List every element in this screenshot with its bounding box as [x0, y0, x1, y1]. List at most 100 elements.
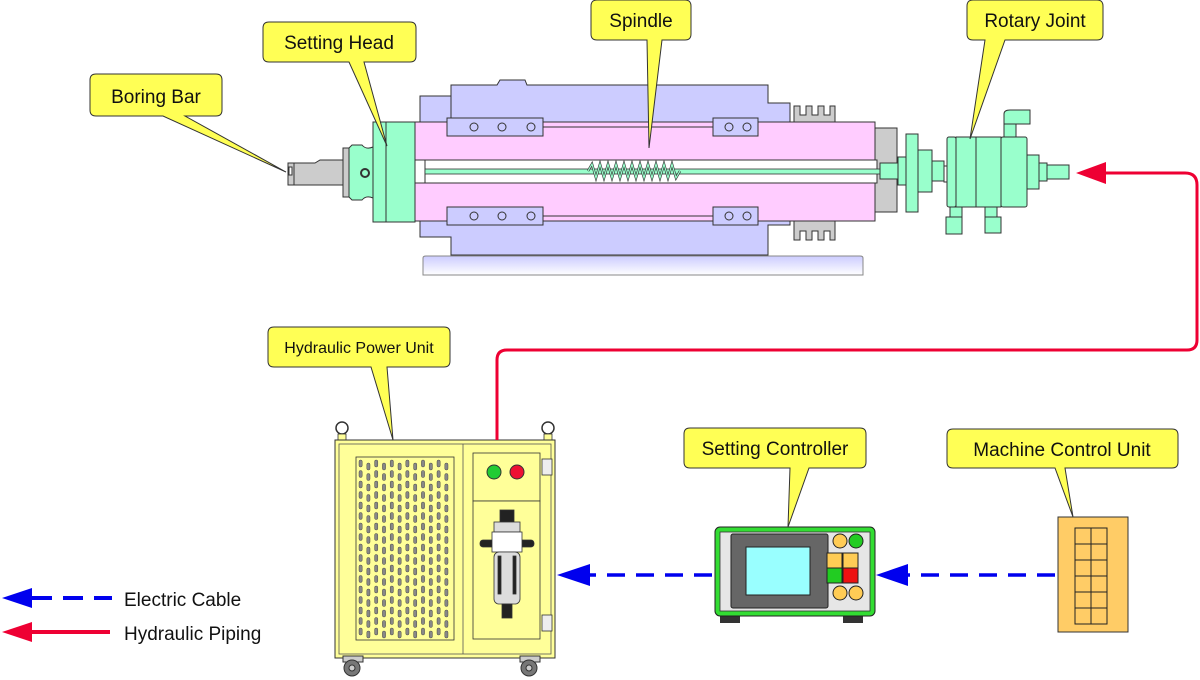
hinge: [541, 614, 553, 632]
vent-slot: [421, 564, 425, 573]
controller-key[interactable]: [842, 567, 859, 584]
vent-slot: [382, 473, 386, 481]
vent-slot: [382, 578, 386, 586]
vent-slot: [436, 554, 441, 562]
vent-slot: [429, 557, 433, 565]
mcu-key[interactable]: [1090, 575, 1108, 593]
vent-slot: [358, 522, 363, 531]
vent-slot: [413, 546, 418, 555]
vent-slot: [413, 504, 418, 513]
vent-slot: [436, 512, 441, 520]
vent-slot: [405, 554, 410, 562]
electric-cable-line-2: [557, 564, 712, 586]
mcu-key[interactable]: [1090, 527, 1108, 545]
vent-slot: [421, 470, 425, 478]
controller-key[interactable]: [826, 567, 843, 584]
vent-slot: [358, 575, 363, 583]
controller-button[interactable]: [832, 533, 848, 549]
controller-button[interactable]: [832, 585, 848, 601]
vent-slot: [374, 564, 379, 573]
vent-slot: [390, 480, 394, 489]
controller-key[interactable]: [826, 552, 843, 569]
vent-slot: [366, 536, 371, 544]
vent-slot: [444, 462, 449, 471]
machine-base: [422, 255, 864, 276]
arrowhead-icon: [2, 622, 32, 642]
vent-slot: [382, 462, 386, 471]
vent-slot: [429, 630, 433, 639]
vent-slot: [374, 554, 379, 562]
vent-slot: [421, 491, 425, 499]
vent-slot: [421, 501, 425, 510]
red-lamp-icon[interactable]: [509, 464, 525, 480]
callout-label: Setting Head: [284, 33, 394, 54]
mcu-key[interactable]: [1074, 559, 1092, 577]
vent-slot: [436, 596, 441, 604]
callout-label: Boring Bar: [111, 87, 201, 108]
vent-slot: [405, 522, 410, 531]
vent-slot: [397, 536, 402, 544]
vent-slot: [374, 575, 379, 583]
vent-slot: [366, 546, 371, 555]
vent-slot: [436, 470, 441, 478]
vent-slot: [444, 567, 449, 576]
vent-slot: [382, 525, 386, 534]
legend-item-hydraulic-piping: Hydraulic Piping: [2, 622, 261, 645]
vent-slot: [413, 483, 418, 492]
arrowhead-icon: [557, 564, 590, 586]
vent-slot: [405, 543, 410, 552]
vent-slot: [382, 557, 386, 565]
vent-slot: [374, 512, 379, 520]
vent-slot: [366, 483, 371, 492]
eye-bolt-icon: [335, 421, 349, 435]
vent-slot: [429, 599, 433, 607]
arrowhead-icon: [2, 588, 32, 608]
vent-slot: [358, 470, 363, 478]
mcu-key[interactable]: [1090, 591, 1108, 609]
vent-slot: [413, 462, 418, 471]
mcu-key[interactable]: [1090, 559, 1108, 577]
callout-spindle: Spindle: [590, 0, 692, 149]
controller-button[interactable]: [848, 533, 864, 549]
vent-slot: [358, 585, 363, 594]
vent-slot: [358, 512, 363, 520]
vent-slot: [444, 609, 449, 618]
vent-slot: [436, 606, 441, 615]
vent-slot: [429, 494, 433, 502]
controller-key[interactable]: [842, 552, 859, 569]
vent-slot: [429, 483, 433, 492]
mcu-key[interactable]: [1090, 607, 1108, 625]
mcu-key[interactable]: [1074, 527, 1092, 545]
vent-slot: [366, 609, 371, 618]
vent-slot: [405, 596, 410, 604]
vent-slot: [358, 543, 363, 552]
vent-slot: [429, 536, 433, 544]
vent-slot: [397, 462, 402, 471]
vent-slot: [413, 620, 418, 628]
vent-slot: [374, 596, 379, 604]
mcu-key[interactable]: [1074, 591, 1092, 609]
vent-slot: [413, 536, 418, 544]
vent-slot: [413, 557, 418, 565]
vent-slot: [421, 617, 425, 625]
vent-slot: [436, 459, 441, 468]
vent-slot: [405, 459, 410, 468]
vent-slot: [444, 599, 449, 607]
vent-slot: [421, 596, 425, 604]
vent-slot: [429, 462, 433, 471]
vent-slot: [366, 620, 371, 628]
mcu-key[interactable]: [1074, 543, 1092, 561]
controller-button[interactable]: [848, 585, 864, 601]
vent-slot: [405, 533, 410, 541]
vent-slot: [374, 480, 379, 489]
vent-slot: [413, 473, 418, 481]
green-lamp-icon[interactable]: [486, 464, 502, 480]
vent-slot: [421, 575, 425, 583]
vent-slot: [405, 512, 410, 520]
vent-slot: [382, 567, 386, 576]
vent-slot: [444, 630, 449, 639]
mcu-key[interactable]: [1074, 575, 1092, 593]
mcu-key[interactable]: [1090, 543, 1108, 561]
mcu-key[interactable]: [1074, 607, 1092, 625]
vent-slot: [374, 470, 379, 478]
